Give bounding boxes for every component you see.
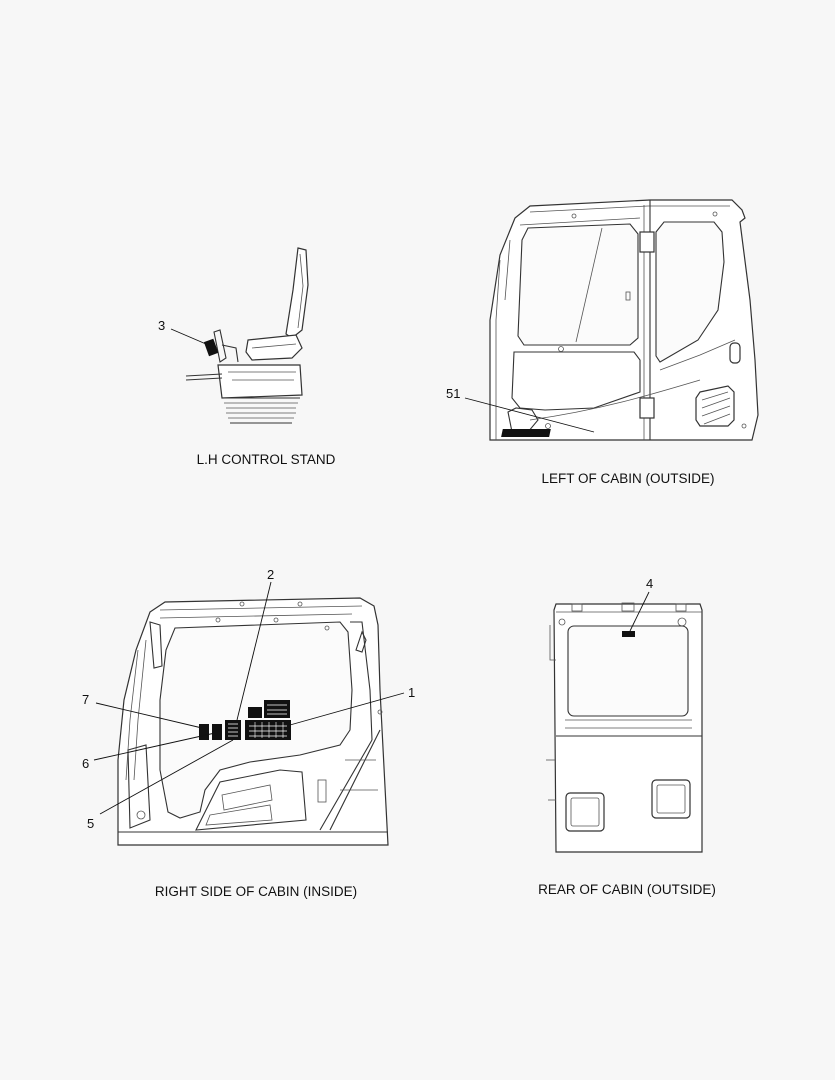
decal-1-pattern	[249, 722, 287, 738]
control-stand-view: 3 L.H CONTROL STAND	[158, 247, 336, 467]
decal-3	[203, 338, 219, 357]
caption-cabin-left: LEFT OF CABIN (OUTSIDE)	[541, 471, 714, 486]
caption-cabin-rear: REAR OF CABIN (OUTSIDE)	[538, 882, 716, 897]
decal-5-pattern	[228, 723, 238, 737]
doosan-logo-text: DOOSAN	[601, 430, 635, 438]
callout-2: 2	[267, 567, 274, 582]
leader-line-5	[99, 739, 234, 815]
leader-line-1	[289, 692, 405, 726]
decal-5	[225, 720, 241, 740]
decal-4	[622, 631, 635, 637]
leader-line-3	[170, 328, 207, 345]
callout-51: 51	[446, 386, 460, 401]
leader-line-4	[629, 591, 650, 632]
leader-line-2	[236, 581, 272, 721]
decal-7	[199, 724, 209, 740]
caption-cabin-right-inside: RIGHT SIDE OF CABIN (INSIDE)	[155, 884, 357, 899]
decal-1	[245, 720, 291, 740]
decal-2	[264, 700, 290, 718]
callout-3: 3	[158, 318, 165, 333]
decal-6	[212, 724, 222, 740]
leader-line-7	[95, 702, 203, 729]
callout-7: 7	[82, 692, 89, 707]
callout-4: 4	[646, 576, 653, 591]
caption-control-stand: L.H CONTROL STAND	[197, 452, 336, 467]
callout-6: 6	[82, 756, 89, 771]
cabin-left-view: DOOSAN 51 LEFT OF CABIN (OUTSIDE)	[446, 199, 759, 486]
decal-51-doosan-logo	[501, 429, 551, 437]
leader-line-51	[464, 397, 595, 433]
cabin-right-inside-view: 1 2 5 6 7 RIGHT SIDE OF CABIN (INSIDE)	[82, 567, 415, 899]
callout-1: 1	[408, 685, 415, 700]
callout-5: 5	[87, 816, 94, 831]
leader-line-6	[93, 732, 216, 761]
cabin-rear-view: 4 REAR OF CABIN (OUTSIDE)	[538, 576, 716, 897]
decal-2-small	[248, 707, 262, 718]
